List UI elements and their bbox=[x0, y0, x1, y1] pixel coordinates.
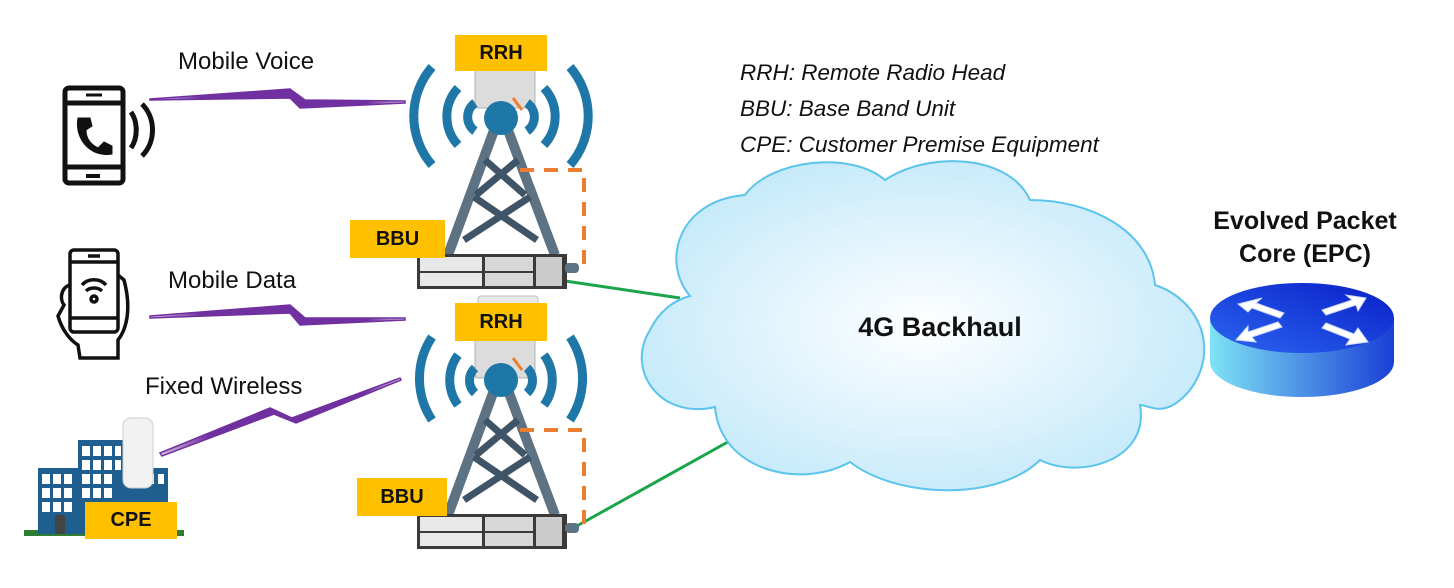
radio-link-data bbox=[149, 304, 406, 326]
bbu-tag-2: BBU bbox=[357, 478, 447, 516]
legend-item: RRH: Remote Radio Head bbox=[740, 60, 1006, 85]
epc-label-line1: Evolved Packet bbox=[1213, 207, 1397, 235]
rrh-tag-1: RRH bbox=[455, 35, 547, 71]
legend-item: CPE: Customer Premise Equipment bbox=[740, 132, 1099, 157]
backhaul-link-2 bbox=[574, 436, 736, 529]
cpe-tag: CPE bbox=[85, 502, 177, 539]
epc-label-line2: Core (EPC) bbox=[1239, 240, 1371, 268]
radio-link-voice bbox=[149, 88, 406, 109]
service-label-mobile-voice: Mobile Voice bbox=[178, 48, 315, 75]
tower-lattice bbox=[443, 123, 560, 257]
bbu-rack-2 bbox=[417, 514, 579, 549]
service-label-fixed-wireless: Fixed Wireless bbox=[145, 373, 303, 400]
legend-item: BBU: Base Band Unit bbox=[740, 96, 956, 121]
cell-tower-2 bbox=[415, 295, 587, 549]
rrh-tag-2: RRH bbox=[455, 303, 547, 341]
backhaul-link-1 bbox=[564, 279, 681, 300]
router-icon bbox=[1210, 283, 1394, 397]
service-label-mobile-data: Mobile Data bbox=[168, 267, 297, 294]
epc-label: Evolved Packet Core (EPC) bbox=[1180, 205, 1430, 271]
antenna-waves-icon bbox=[415, 334, 587, 423]
antenna-waves-icon bbox=[409, 64, 593, 168]
backhaul-label: 4G Backhaul bbox=[858, 312, 1022, 342]
bbu-rack-1 bbox=[417, 254, 579, 289]
hand-phone-wifi-icon bbox=[56, 248, 130, 360]
backhaul-cloud bbox=[640, 160, 1206, 492]
abbreviation-legend: RRH: Remote Radio Head BBU: Base Band Un… bbox=[740, 55, 1099, 163]
radio-link-fixed bbox=[158, 377, 403, 457]
bbu-tag-1: BBU bbox=[350, 220, 445, 258]
phone-call-icon bbox=[62, 85, 155, 186]
cell-tower-1 bbox=[409, 64, 593, 289]
